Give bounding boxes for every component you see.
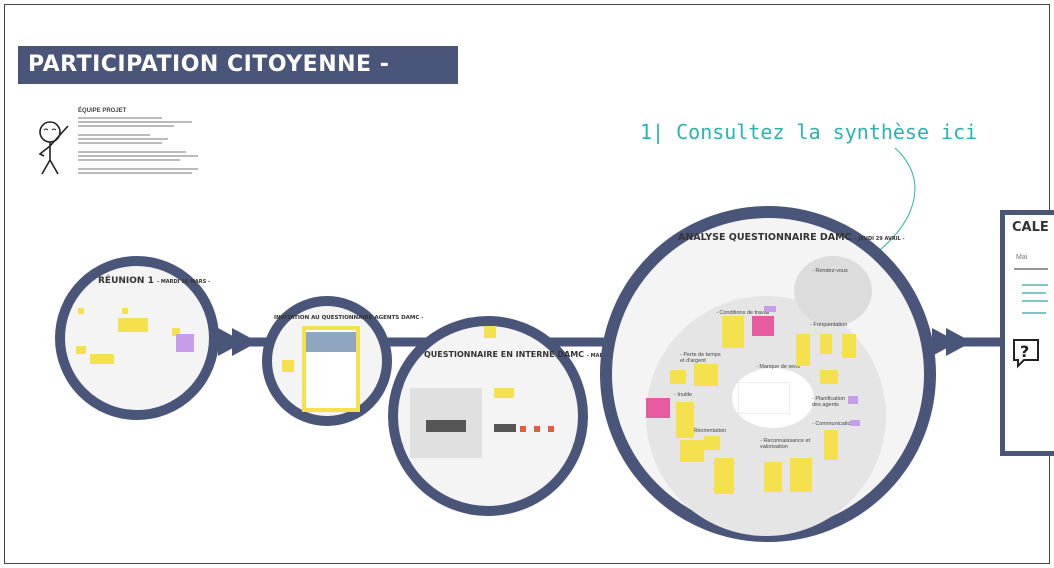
sticky-note — [122, 308, 128, 314]
team-title: ÉQUIPE PROJET — [78, 108, 127, 114]
annotation-curve — [879, 147, 916, 251]
stick-figure-icon — [38, 121, 69, 175]
sticky-note — [548, 426, 554, 432]
sticky-note — [714, 458, 734, 494]
reunion-title: RÉUNION 1 - MARDI 16 MARS - — [98, 276, 211, 286]
sticky-note — [824, 430, 838, 460]
sticky-note — [520, 426, 526, 432]
sticky-note — [676, 402, 694, 438]
topic-rdv: - Rendez-vous — [812, 268, 848, 274]
arrow-icon — [232, 328, 258, 356]
svg-text:?: ? — [1020, 342, 1029, 361]
sticky-note — [78, 308, 84, 314]
sticky-note — [172, 328, 180, 336]
sticky-note — [680, 440, 704, 462]
sticky-note — [646, 398, 670, 418]
synthesis-annotation: 1| Consultez la synthèse ici — [640, 120, 978, 144]
topic-communication: - Communication — [812, 421, 854, 427]
sticky-note — [694, 364, 718, 386]
sticky-note — [176, 334, 194, 352]
sticky-note — [494, 388, 514, 398]
sticky-note — [118, 318, 148, 332]
sticky-note — [722, 316, 744, 348]
sticky-note — [796, 334, 810, 366]
sticky-note — [670, 370, 686, 384]
arrow-icon — [946, 328, 972, 356]
sticky-note — [764, 462, 782, 492]
sticky-note — [484, 326, 496, 338]
sticky-note — [820, 334, 832, 354]
sticky-note — [842, 334, 856, 358]
analyse-title: ANALYSE QUESTIONNAIRE DAMC - JEUDI 29 AV… — [678, 232, 905, 243]
topic-frequentation: - Fréquentation — [810, 322, 848, 328]
team-description — [78, 117, 198, 176]
calendar-panel[interactable] — [1000, 210, 1054, 456]
topic-planification: - Planification des agents — [812, 396, 846, 408]
sticky-note — [704, 436, 720, 450]
topic-reconnaissance: - Reconnaissance et valorisation — [760, 438, 811, 450]
sticky-note — [90, 354, 114, 364]
sticky-note — [494, 424, 516, 432]
topic-perte: - Perte de temps et d'argent — [680, 352, 721, 364]
sticky-note — [764, 306, 776, 312]
topic-conditions: - Conditions de travail — [716, 310, 770, 316]
page-title: PARTICIPATION CITOYENNE - ACCUEIL DAMC — [18, 46, 458, 115]
question-bubble-icon: ? — [1013, 339, 1039, 369]
sticky-note — [76, 346, 86, 354]
sticky-note — [790, 458, 812, 492]
word-cloud — [738, 382, 790, 414]
rdv-bubble — [794, 256, 872, 326]
arrow-icon — [932, 328, 958, 356]
sticky-note — [282, 360, 294, 372]
arrow-icon — [218, 328, 244, 356]
topic-manque: - Manque de sens — [756, 364, 801, 370]
questionnaire-screen — [426, 420, 466, 432]
sticky-note — [850, 420, 860, 426]
calendar-month: Mai — [1016, 254, 1028, 261]
topic-inutile: - Inutile — [674, 392, 693, 398]
calendar-title: CALE — [1012, 220, 1049, 235]
sticky-note — [534, 426, 540, 432]
sticky-note — [752, 316, 774, 336]
topic-reorientation: - Réorientation — [690, 428, 727, 434]
invitation-image — [306, 332, 356, 352]
sticky-note — [848, 396, 858, 404]
sticky-note — [820, 370, 838, 384]
invitation-title: INVITATION AU QUESTIONNAIRE AGENTS DAMC … — [274, 315, 424, 321]
